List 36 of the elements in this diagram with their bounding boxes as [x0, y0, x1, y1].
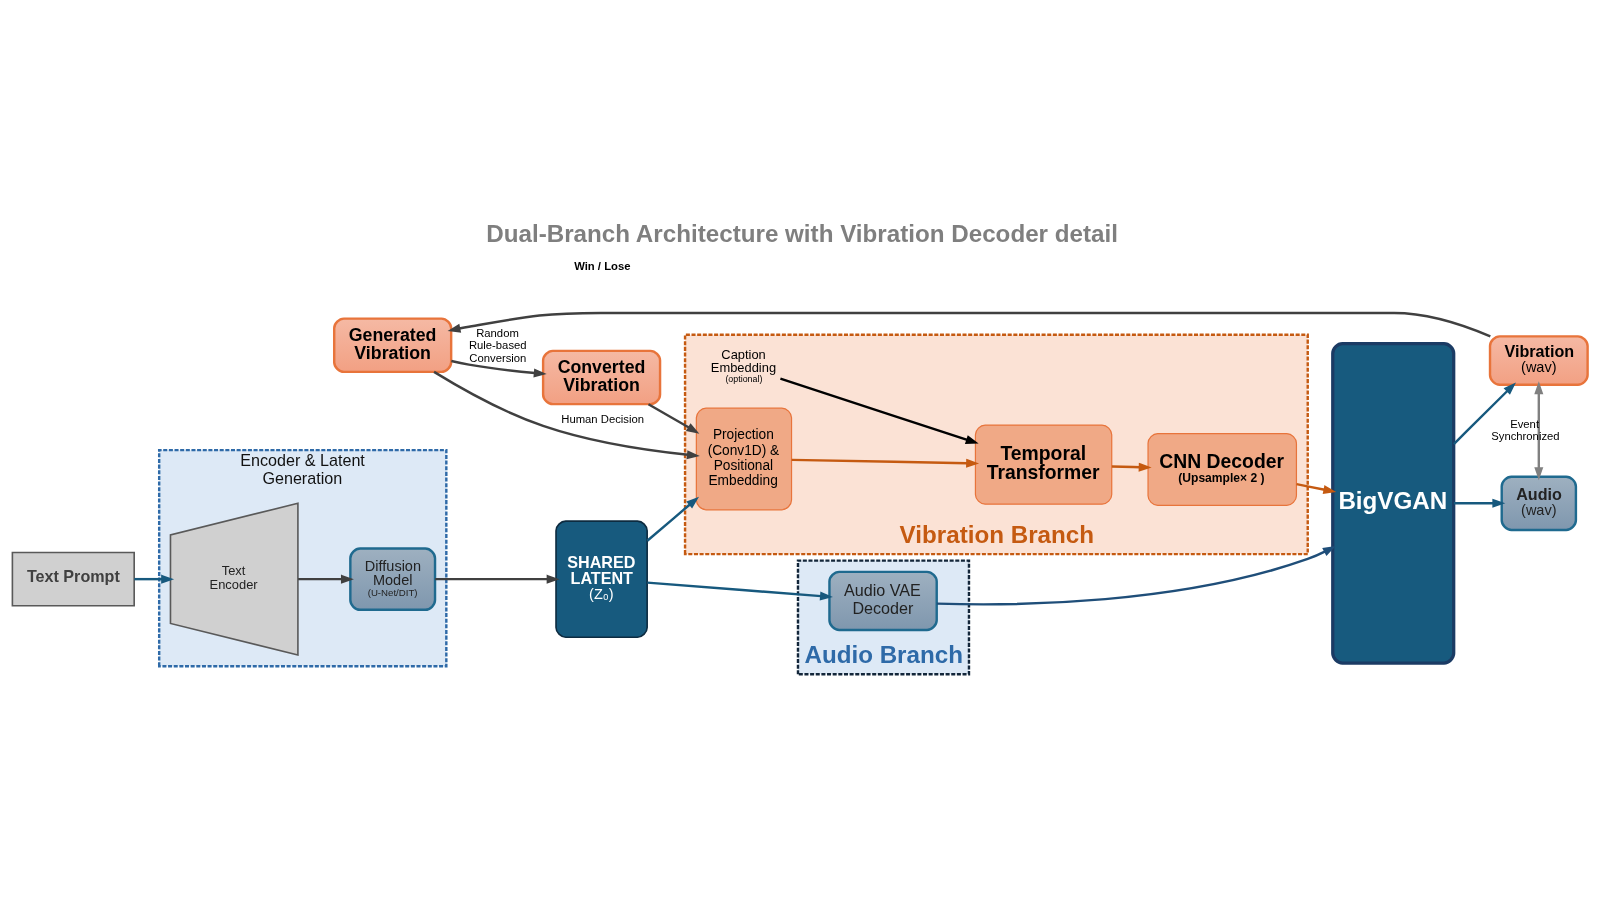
arrow	[134, 574, 175, 584]
node-box: SHARED LATENT (Z₀)	[555, 519, 648, 638]
diagram-title: Dual-Branch Architecture with Vibration Decoder detail	[486, 219, 1118, 247]
node-box: Audio (wav)	[1500, 475, 1578, 531]
edge-label: Human Decision	[561, 412, 645, 425]
label: Win / Lose	[574, 259, 631, 272]
edge-label: Random Rule-based Conversion	[468, 326, 527, 364]
node-box: Temporal Transformer	[974, 424, 1113, 505]
node-box: Audio VAE Decoder	[828, 570, 938, 631]
arrow	[451, 359, 547, 377]
node-text: Caption Embedding (optional)	[710, 346, 777, 384]
arrow	[1453, 498, 1506, 508]
arrow	[780, 377, 979, 444]
arrow	[1111, 462, 1152, 472]
arrow	[1453, 381, 1516, 445]
node-box: Projection (Conv1D) & Positional Embedding	[695, 407, 793, 510]
arrow	[936, 545, 1336, 606]
node-box: Converted Vibration	[541, 349, 662, 405]
arrow	[646, 496, 699, 542]
arrow	[791, 458, 980, 468]
arrow	[647, 402, 700, 434]
node-box: Text Prompt	[11, 551, 135, 607]
node-box: Diffusion Model (U-Net/DIT)	[349, 546, 437, 611]
arrow	[298, 574, 354, 584]
arrow	[1534, 380, 1544, 480]
node-box: Vibration (wav)	[1488, 334, 1589, 386]
node-box: Text Encoder	[169, 501, 299, 656]
node-box: Generated Vibration	[333, 316, 453, 373]
arrow	[433, 370, 700, 459]
node-box: CNN Decoder (Upsample× 2 )	[1147, 432, 1298, 506]
arrow	[1296, 482, 1337, 494]
edge-label: Event Synchronized	[1491, 417, 1560, 442]
arrow	[435, 574, 560, 584]
arrow	[647, 580, 833, 601]
arrow	[447, 311, 1491, 337]
node-box: BigVGAN	[1331, 341, 1456, 665]
